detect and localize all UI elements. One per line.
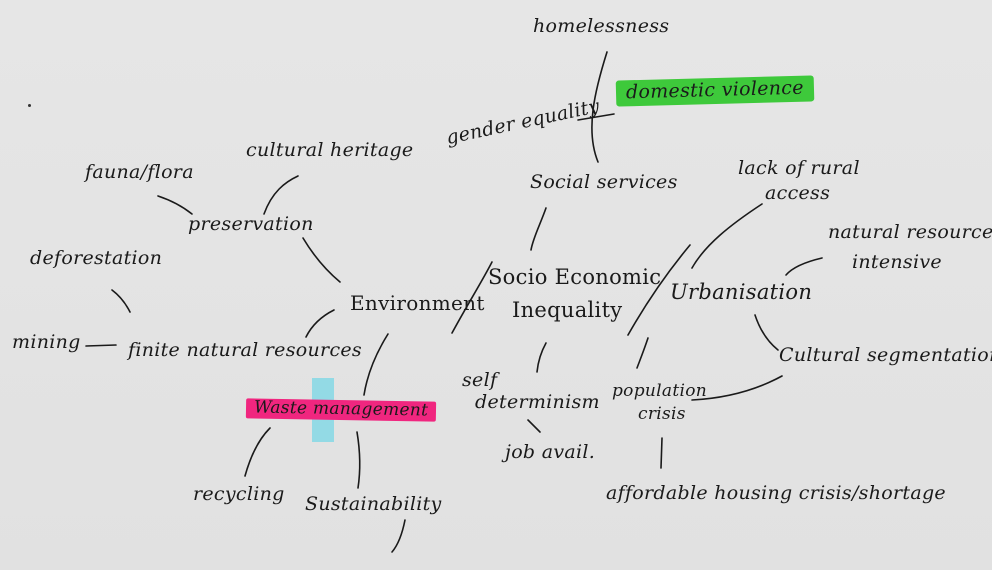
node-socio-economic-line1: Socio Economic xyxy=(488,265,662,289)
link-heritage-preservation xyxy=(263,175,299,215)
node-job-avail: job avail. xyxy=(505,441,596,463)
link-preservation-environment xyxy=(302,237,341,283)
node-cultural-heritage: cultural heritage xyxy=(246,139,414,161)
link-waste-recycling xyxy=(244,427,271,477)
link-deforestation-finite xyxy=(111,289,131,313)
node-homelessness: homelessness xyxy=(533,15,670,37)
node-fauna-flora: fauna/flora xyxy=(85,161,194,183)
link-population-housing xyxy=(660,437,663,469)
node-preservation: preservation xyxy=(188,213,314,235)
node-affordable-housing: affordable housing crisis/shortage xyxy=(606,482,946,504)
node-deforestation: deforestation xyxy=(30,247,163,269)
link-socialservices-center xyxy=(530,207,547,251)
node-lack-rural-access-line2: access xyxy=(765,182,831,204)
node-mining: mining xyxy=(12,331,81,353)
node-domestic-violence: domestic violence xyxy=(615,75,815,107)
link-self-job xyxy=(527,419,541,433)
link-center-urbanisation xyxy=(627,244,691,336)
link-center-self xyxy=(536,342,547,373)
link-cultural-population xyxy=(691,375,783,401)
link-naturalresource-urbanisation xyxy=(785,257,823,276)
node-urbanisation: Urbanisation xyxy=(670,280,813,304)
link-urbanisation-population xyxy=(636,337,649,369)
node-social-services: Social services xyxy=(530,171,678,193)
link-ruralaccess-urbanisation xyxy=(691,203,763,269)
node-population-crisis-line1: population xyxy=(612,381,707,401)
link-mining-finite xyxy=(85,344,117,347)
node-self-determinism-line1: self xyxy=(462,369,498,391)
link-divider xyxy=(451,261,493,334)
link-homelessness-socialservices xyxy=(591,51,608,163)
link-genderequality-branch xyxy=(577,113,615,121)
link-finite-environment xyxy=(305,309,335,338)
node-environment: Environment xyxy=(350,291,485,315)
node-natural-resource-line1: natural resource xyxy=(828,221,992,243)
link-waste-sustainability xyxy=(356,431,361,489)
node-sustainability: Sustainability xyxy=(305,493,442,515)
link-sustainability-tail xyxy=(391,519,406,553)
node-finite-natural-resources: finite natural resources xyxy=(128,339,362,361)
node-lack-rural-access-line1: lack of rural xyxy=(738,157,860,179)
node-recycling: recycling xyxy=(193,483,285,505)
node-self-determinism-line2: determinism xyxy=(475,391,600,413)
link-urbanisation-cultural xyxy=(754,314,779,351)
ink-dot xyxy=(28,104,31,107)
link-environment-waste xyxy=(363,333,389,396)
node-waste-management: Waste management xyxy=(245,397,437,422)
node-cultural-segmentation: Cultural segmentation xyxy=(779,344,992,366)
node-natural-resource-line2: intensive xyxy=(852,251,942,273)
node-socio-economic-line2: Inequality xyxy=(512,298,623,322)
node-population-crisis-line2: crisis xyxy=(638,404,686,424)
link-fauna-preservation xyxy=(157,195,193,215)
